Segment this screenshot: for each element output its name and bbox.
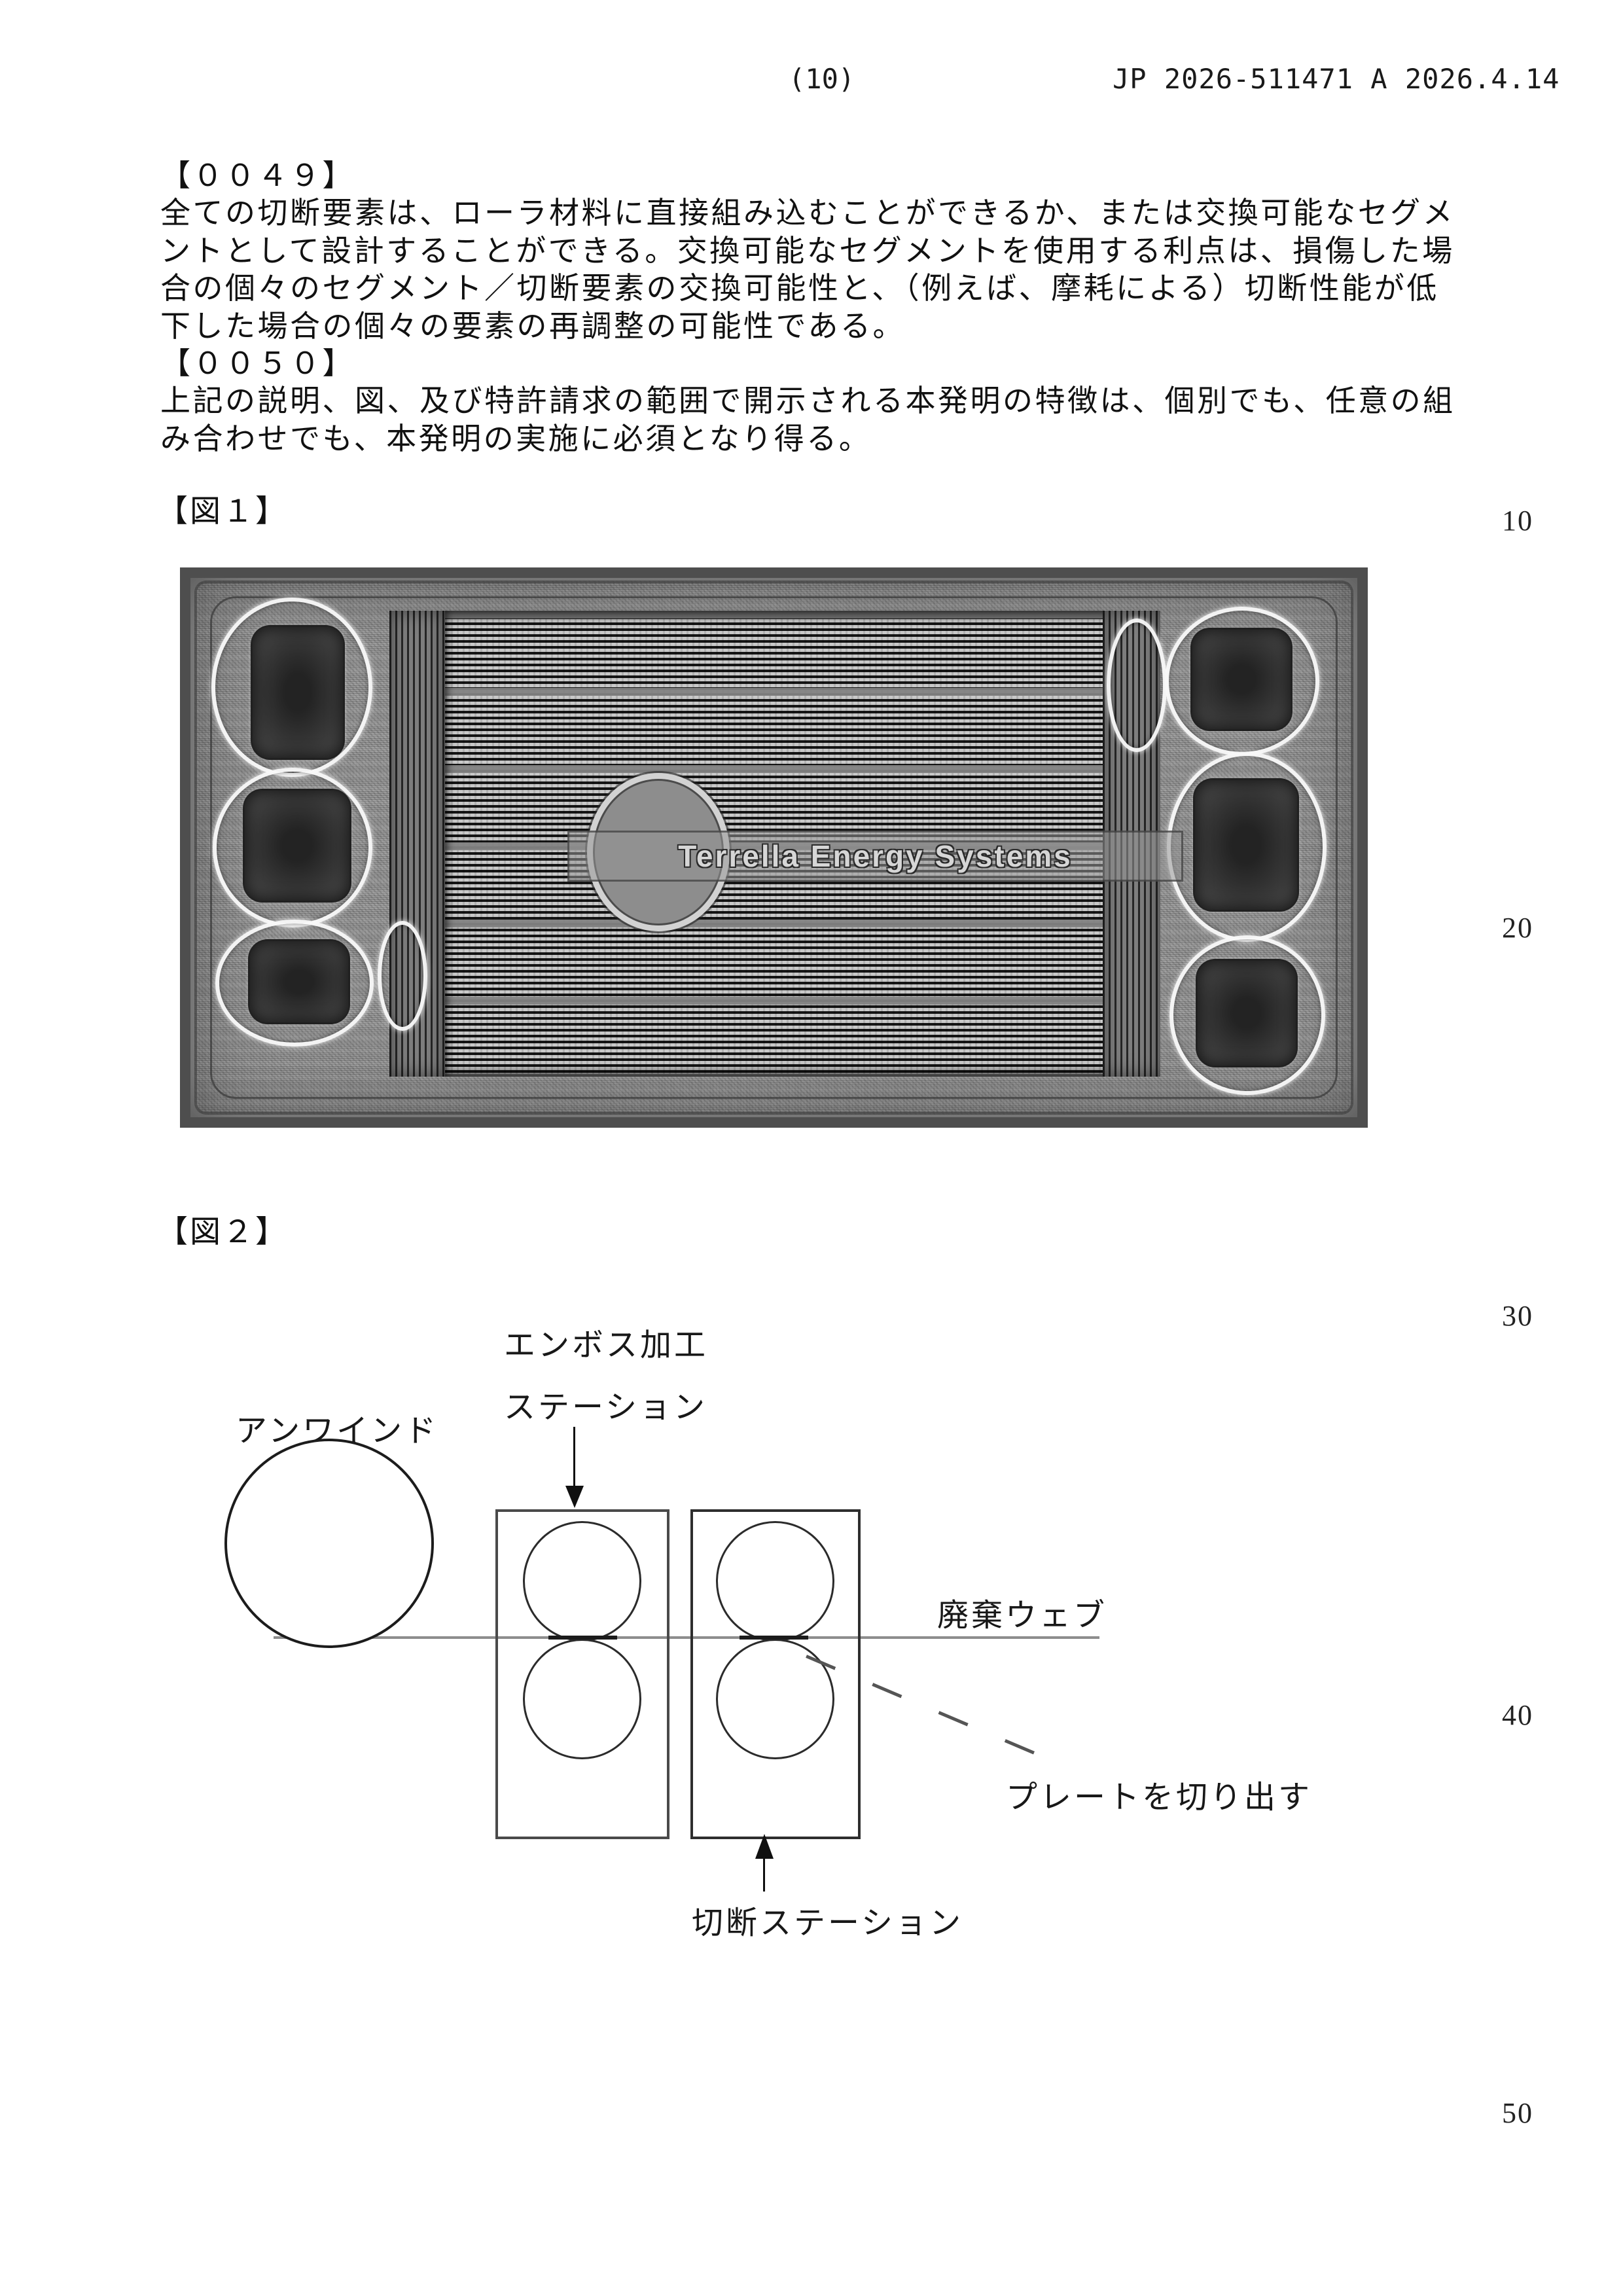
- port-right-top: [1190, 628, 1293, 731]
- body-text-line: み合わせでも、本発明の実施に必須となり得る。: [160, 422, 872, 456]
- web-line: [274, 1636, 1099, 1639]
- embossing-roller-top: [523, 1521, 641, 1641]
- body-text-line: 合の個々のセグメント／切断要素の交換可能性と、（例えば、摩耗による）切断性能が低: [160, 272, 1439, 306]
- port-left-bottom: [248, 939, 350, 1024]
- body-text-line: 上記の説明、図、及び特許請求の範囲で開示される本発明の特徴は、個別でも、任意の組: [160, 384, 1455, 418]
- arrow-up-icon: [755, 1834, 774, 1859]
- embossing-station-box: [495, 1509, 669, 1839]
- port-left-middle: [243, 789, 351, 903]
- body-text-line: ントとして設計することができる。交換可能なセグメントを使用する利点は、損傷した場: [160, 234, 1455, 268]
- body-text-line: 【００４９】: [160, 159, 355, 192]
- figure1-plate-photo: Terrella Energy Systems: [180, 567, 1368, 1128]
- margin-line-number: 10: [1502, 505, 1533, 537]
- arrow-down-icon: [565, 1486, 584, 1508]
- body-text-line: 全ての切断要素は、ローラ材料に直接組み込むことができるか、または交換可能なセグメ: [160, 196, 1455, 230]
- margin-line-number: 20: [1502, 912, 1533, 944]
- body-text-line: 下した場合の個々の要素の再調整の可能性である。: [160, 309, 906, 343]
- port-right-bottom: [1196, 959, 1298, 1067]
- publication-number: JP 2026-511471 A 2026.4.14: [1113, 63, 1560, 95]
- embossing-station-label: エンボス加工ステーション: [504, 1328, 709, 1425]
- small-oval-left: [378, 921, 427, 1031]
- waste-web-label: 廃棄ウェブ: [937, 1598, 1108, 1633]
- embossing-nip: [548, 1636, 617, 1640]
- margin-line-number: 40: [1502, 1699, 1533, 1731]
- plate-inner-frame: [210, 596, 1338, 1099]
- port-right-middle: [1193, 778, 1299, 912]
- embossing-roller-bottom: [523, 1639, 641, 1759]
- margin-line-number: 30: [1502, 1300, 1533, 1332]
- port-ring-right-bottom: [1169, 935, 1325, 1095]
- cutting-station-label: 切断ステーション: [692, 1906, 964, 1941]
- cutting-roller-bottom: [716, 1639, 834, 1759]
- margin-line-number: 50: [1502, 2097, 1533, 2129]
- figure1-label: 【図１】: [157, 495, 288, 529]
- arrow-up-shaft: [763, 1857, 765, 1892]
- cut-plate-label: プレートを切り出す: [1006, 1780, 1313, 1815]
- body-text-line: 【００５０】: [160, 347, 355, 381]
- logo-text: Terrella Energy Systems: [567, 831, 1183, 882]
- port-left-top: [251, 625, 345, 760]
- port-ring-left-bottom: [215, 920, 374, 1047]
- cutting-station-box: [690, 1509, 861, 1839]
- small-oval-right: [1107, 619, 1167, 752]
- page-number: (10): [789, 63, 855, 95]
- cutting-roller-top: [716, 1521, 834, 1641]
- body-text: 【００４９】全ての切断要素は、ローラ材料に直接組み込むことができるか、または交換…: [160, 157, 1482, 457]
- figure2-label: 【図２】: [157, 1215, 288, 1249]
- unwind-roll-circle: [224, 1439, 434, 1648]
- arrow-down-shaft: [573, 1427, 575, 1487]
- cutting-nip: [740, 1636, 808, 1640]
